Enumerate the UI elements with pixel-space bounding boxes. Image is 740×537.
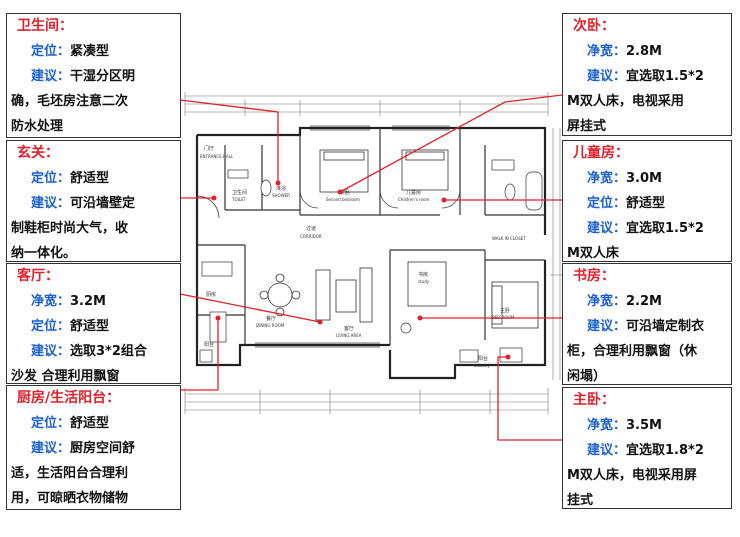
label-toilet: TOILET [231, 197, 247, 202]
leader-endpoints [211, 180, 511, 360]
bathroom-line-2: 建议：干湿分区明 [31, 69, 136, 84]
label-study: study [418, 279, 430, 284]
label-balcony: balcony [474, 363, 490, 368]
study-title: 书房： [573, 268, 615, 284]
kids-room-line-3: 建议：宜选取1.5*2 [587, 221, 704, 236]
bathroom-line-4: 防水处理 [11, 119, 64, 134]
master-bedroom-box: 主卧： 净宽：3.5M 建议：宜选取1.8*2 M双人床，电视采用屏 挂式 [562, 387, 732, 509]
label-second-bedroom-cn: 次卧 [340, 189, 350, 196]
master-bedroom-title: 主卧： [573, 392, 615, 408]
living-line-4: 沙发 合理利用飘窗 [11, 369, 120, 384]
kitchen-line-3: 适，生活阳台合理利 [11, 466, 129, 481]
label-childrens-room: Children's room [398, 197, 430, 202]
second-bedroom-line-1: 净宽：2.8M [587, 44, 662, 59]
label-entrance-hall-cn: 门厅 [204, 145, 214, 152]
doors [196, 189, 461, 219]
label-toilet-cn: 卫生间 [232, 189, 247, 196]
second-bedroom-line-4: 屏挂式 [567, 119, 607, 134]
living-line-1: 净宽：3.2M [31, 294, 106, 309]
kids-room-box: 儿童房： 净宽：3.0M 定位：舒适型 建议：宜选取1.5*2 M双人床 [562, 140, 732, 262]
label-living-area: LIVING AREA [336, 333, 362, 338]
kitchen-line-2: 建议：厨房空间舒 [31, 441, 136, 456]
beds [319, 149, 539, 329]
inner-walls [197, 128, 545, 345]
label-dining-room: DINING ROOM [256, 323, 285, 328]
top-dimension-lines [184, 92, 549, 116]
label-shower: SHOWER [272, 193, 290, 198]
second-bedroom-title: 次卧： [573, 18, 615, 34]
kitchen-title: 厨房/生活阳台： [17, 390, 121, 406]
label-corridor-cn: 过道 [306, 225, 316, 232]
master-bedroom-line-1: 净宽：3.5M [587, 418, 662, 433]
entrance-title: 玄关： [17, 145, 59, 161]
second-bedroom-line-2: 建议：宜选取1.5*2 [587, 69, 704, 84]
windows [255, 125, 450, 348]
label-bed-room-cn: 主卧 [500, 307, 510, 314]
kitchen-box: 厨房/生活阳台： 定位：舒适型 建议：厨房空间舒 适，生活阳台合理利 用，可晾晒… [6, 385, 181, 510]
study-line-4: 闲塌） [567, 369, 607, 384]
bathroom-line-1: 定位：紧凑型 [31, 44, 110, 59]
second-bedroom-line-3: M双人床，电视采用 [567, 94, 684, 109]
bathroom-title: 卫生间： [17, 18, 73, 34]
balcony-fixtures [400, 322, 523, 363]
master-bedroom-line-3: M双人床，电视采用屏 [567, 468, 697, 483]
label-living-cn: 客厅 [344, 325, 354, 332]
entrance-line-1: 定位：舒适型 [31, 171, 110, 186]
label-kitchen-cn: 厨房 [206, 291, 216, 298]
bottom-dimension-lines [184, 388, 549, 414]
entrance-box: 玄关： 定位：舒适型 建议：可沿墙壁定 制鞋柜时尚大气，收 纳一体化。 [6, 140, 181, 262]
label-service-balcony-cn: 阳台 [204, 341, 214, 348]
label-entrance-hall: ENTRANCE HALL [200, 154, 234, 159]
living-box: 客厅： 净宽：3.2M 定位：舒适型 建议：选取3*2组合 沙发 合理利用飘窗 [6, 263, 181, 384]
label-balcony-cn: 阳台 [478, 355, 488, 362]
kids-room-line-1: 净宽：3.0M [587, 171, 662, 186]
master-bedroom-line-2: 建议：宜选取1.8*2 [587, 443, 704, 458]
second-bedroom-box: 次卧： 净宽：2.8M 建议：宜选取1.5*2 M双人床，电视采用 屏挂式 [562, 13, 732, 136]
label-shower-cn: 淋浴 [276, 185, 286, 192]
living-line-3: 建议：选取3*2组合 [31, 344, 147, 359]
label-dining-cn: 餐厅 [266, 315, 276, 322]
outer-walls [195, 126, 547, 380]
leader-lines [179, 94, 563, 441]
bathroom-line-3: 确，毛坯房注意二次 [11, 94, 129, 109]
kids-room-line-4: M双人床 [567, 246, 619, 261]
kids-room-title: 儿童房： [573, 145, 629, 161]
label-childrens-room-cn: 儿童房 [406, 189, 421, 196]
master-bedroom-line-4: 挂式 [567, 493, 594, 508]
living-title: 客厅： [17, 268, 59, 284]
bathroom-box: 卫生间： 定位：紧凑型 建议：干湿分区明 确，毛坯房注意二次 防水处理 [6, 13, 181, 138]
living-furniture [259, 267, 373, 323]
entrance-line-2: 建议：可沿墙壁定 [31, 196, 136, 211]
living-line-2: 定位：舒适型 [31, 319, 110, 334]
study-line-2: 建议：可沿墙定制衣 [587, 319, 705, 334]
study-line-3: 柜，合理利用飘窗（休 [567, 344, 698, 359]
label-study-cn: 书房 [418, 271, 428, 278]
label-corridor: CORRIDOR [300, 234, 322, 239]
entrance-line-4: 纳一体化。 [11, 246, 77, 261]
label-walk-in-closet: WALK IN CLOSET [492, 236, 526, 241]
kitchen-line-1: 定位：舒适型 [31, 416, 110, 431]
kids-room-line-2: 定位：舒适型 [587, 196, 666, 211]
entrance-line-3: 制鞋柜时尚大气，收 [11, 221, 129, 236]
study-box: 书房： 净宽：2.2M 建议：可沿墙定制衣 柜，合理利用飘窗（休 闲塌） [562, 263, 732, 385]
kitchen-line-4: 用，可晾晒衣物储物 [11, 491, 129, 506]
label-second-bedroom: Second bedroom [326, 197, 360, 202]
study-line-1: 净宽：2.2M [587, 294, 662, 309]
